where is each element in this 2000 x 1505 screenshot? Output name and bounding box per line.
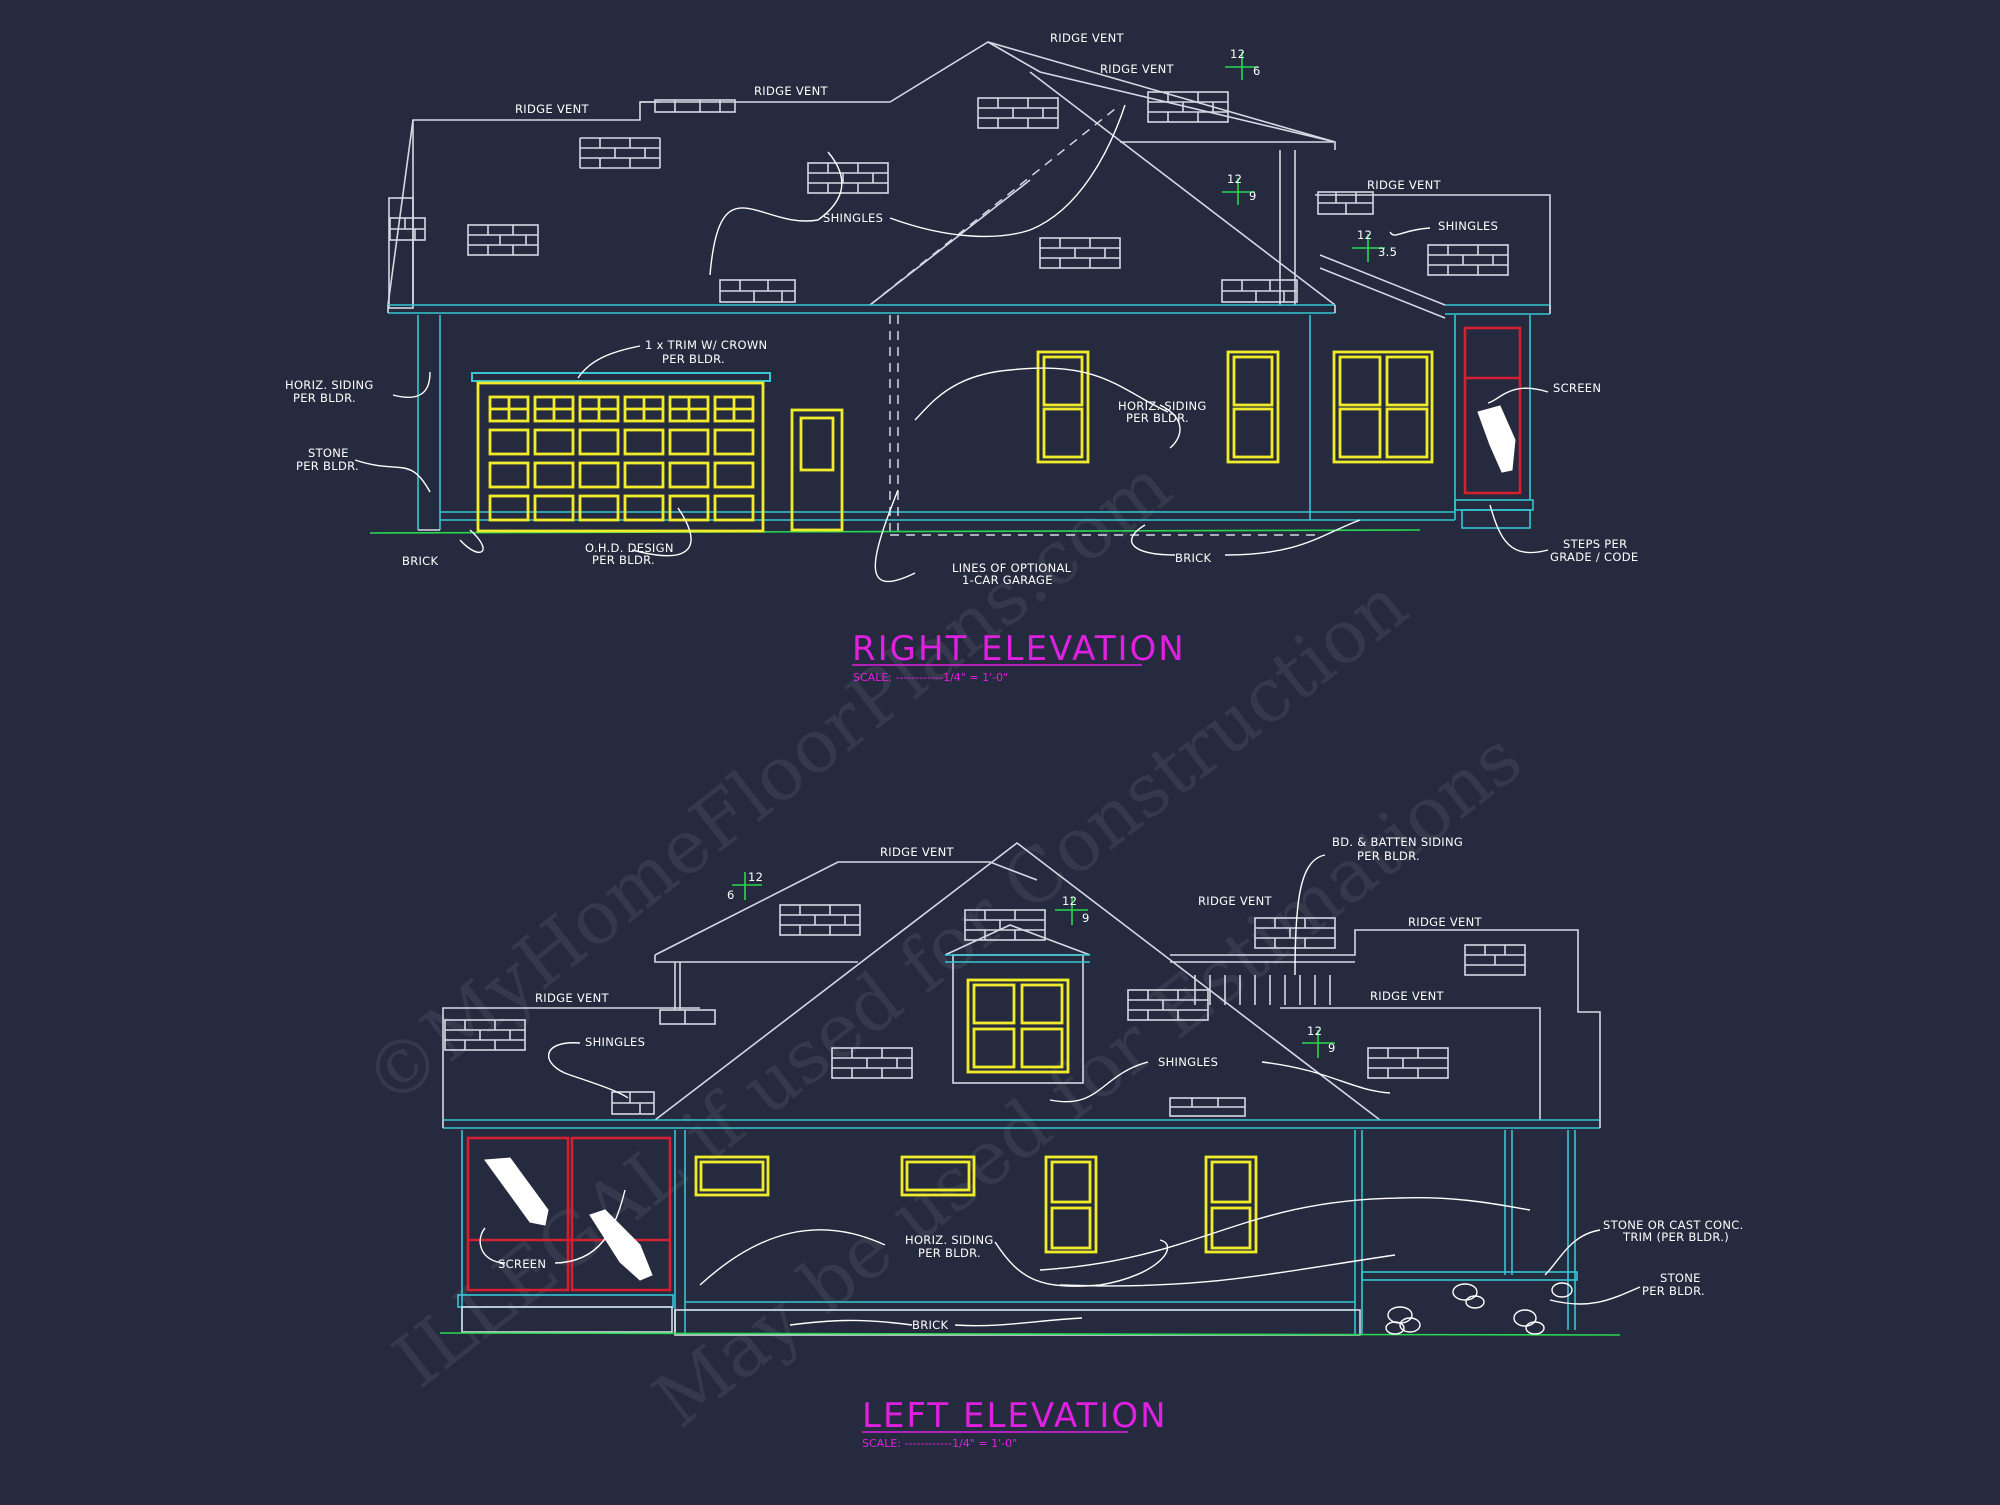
ohd-label: PER BLDR.	[592, 553, 655, 567]
garage-door	[471, 372, 771, 533]
brick-label: BRICK	[912, 1318, 949, 1332]
ridge-vent-label: RIDGE VENT	[754, 84, 829, 98]
ridge-vent-label: RIDGE VENT	[1198, 894, 1273, 908]
ridge-vent-label: RIDGE VENT	[1370, 989, 1445, 1003]
garage-panel	[533, 494, 575, 522]
garage-panel	[623, 461, 665, 489]
garage-panel	[668, 428, 710, 456]
garage-panels	[488, 395, 755, 522]
garage-panel	[713, 494, 755, 522]
right-walls	[369, 315, 1534, 536]
pitch-run: 9	[1328, 1041, 1336, 1055]
right-labels: RIDGE VENT RIDGE VENT RIDGE VENT RIDGE V…	[285, 31, 1638, 587]
steps-label: GRADE / CODE	[1550, 550, 1638, 564]
right-elevation-title: RIGHT ELEVATION	[852, 629, 1186, 669]
screen-label: SCREEN	[498, 1257, 546, 1271]
left-windows	[694, 978, 1258, 1254]
stone-trim-label: STONE OR CAST CONC.	[1603, 1218, 1744, 1232]
stone-label: PER BLDR.	[1642, 1284, 1705, 1298]
shingles-label: SHINGLES	[585, 1035, 645, 1049]
garage-panel	[533, 461, 575, 489]
garage-panel	[668, 461, 710, 489]
garage-panel	[623, 494, 665, 522]
pitch-rise: 12	[1307, 1024, 1322, 1038]
pitch-rise: 12	[748, 870, 763, 884]
ridge-vent-label: RIDGE VENT	[1367, 178, 1442, 192]
pitch-run: 6	[1253, 64, 1261, 78]
optional-garage-label: 1-CAR GARAGE	[962, 573, 1053, 587]
batten-label: PER BLDR.	[1357, 849, 1420, 863]
pitch-rise: 12	[1062, 894, 1077, 908]
pitch-run: 9	[1082, 911, 1090, 925]
horiz-siding-label: HORIZ. SIDING	[905, 1233, 994, 1247]
left-labels: RIDGE VENT RIDGE VENT RIDGE VENT RIDGE V…	[498, 835, 1744, 1332]
garage-panel	[713, 461, 755, 489]
shingles-label: SHINGLES	[823, 211, 883, 225]
ridge-vent-label: RIDGE VENT	[535, 991, 610, 1005]
watermark: ©MyHomeFloorPlans.com ILLEGAL if used fo…	[348, 443, 1538, 1445]
pitch-rise: 12	[1357, 228, 1372, 242]
brick-label: BRICK	[1175, 551, 1212, 565]
ridge-vent-label: RIDGE VENT	[1408, 915, 1483, 929]
left-leaders	[479, 854, 1641, 1327]
ohd-label: O.H.D. DESIGN	[585, 541, 674, 555]
stone-symbols	[1385, 1282, 1573, 1335]
horiz-siding-label: HORIZ. SIDING	[285, 378, 374, 392]
garage-panel	[668, 494, 710, 522]
horiz-siding-label: PER BLDR.	[293, 391, 356, 405]
entry-door	[790, 408, 844, 532]
pitch-run: 9	[1249, 189, 1257, 203]
stone-label: STONE	[1660, 1271, 1701, 1285]
stone-trim-label: TRIM (PER BLDR.)	[1622, 1230, 1729, 1244]
garage-panel	[713, 428, 755, 456]
ridge-vent-label: RIDGE VENT	[1100, 62, 1175, 76]
left-roof	[442, 841, 1601, 1129]
batten-label: BD. & BATTEN SIDING	[1332, 835, 1463, 849]
garage-panel	[488, 461, 530, 489]
stone-label: PER BLDR.	[296, 459, 359, 473]
brick-label: BRICK	[402, 554, 439, 568]
garage-panel	[578, 461, 620, 489]
right-elevation-scale: SCALE: ------------1/4" = 1'-0"	[853, 671, 1008, 684]
stone-label: STONE	[308, 446, 349, 460]
right-leaders	[354, 104, 1549, 583]
shingles-label: SHINGLES	[1158, 1055, 1218, 1069]
horiz-siding-label: PER BLDR.	[918, 1246, 981, 1260]
left-elevation-title: LEFT ELEVATION	[862, 1396, 1168, 1436]
right-elevation: 12 6 12 9 12 3.5	[285, 31, 1638, 684]
left-walls	[439, 1130, 1621, 1336]
pitch-run: 6	[727, 888, 735, 902]
steps-label: STEPS PER	[1563, 537, 1627, 551]
garage-panel	[578, 428, 620, 456]
left-elevation: 12 6 12 9 12 9 RIDGE VENT RI	[439, 835, 1744, 1450]
screen-label: SCREEN	[1553, 381, 1601, 395]
pitch-run: 3.5	[1378, 245, 1397, 259]
right-pitch-symbols: 12 6 12 9 12 3.5	[1222, 47, 1397, 262]
garage-panel	[488, 428, 530, 456]
optional-garage-label: LINES OF OPTIONAL	[952, 561, 1072, 575]
horiz-siding-label: PER BLDR.	[1126, 411, 1189, 425]
ridge-vent-label: RIDGE VENT	[880, 845, 955, 859]
pitch-rise: 12	[1230, 47, 1245, 61]
pitch-rise: 12	[1227, 172, 1242, 186]
garage-panel	[578, 494, 620, 522]
garage-panel	[488, 494, 530, 522]
trim-label: 1 x TRIM W/ CROWN	[645, 338, 767, 352]
shingles-label: SHINGLES	[1438, 219, 1498, 233]
horiz-siding-label: HORIZ. SIDING	[1118, 399, 1207, 413]
right-windows	[1036, 350, 1434, 464]
right-screen-porch	[1463, 326, 1522, 495]
ridge-vent-label: RIDGE VENT	[1050, 31, 1125, 45]
garage-panel	[533, 428, 575, 456]
left-pitch-symbols: 12 6 12 9 12 9	[727, 870, 1336, 1058]
garage-panel	[623, 428, 665, 456]
right-roof	[387, 41, 1551, 319]
left-screen-porch	[466, 1136, 672, 1292]
right-shingle-symbols	[389, 91, 1509, 303]
trim-label: PER BLDR.	[662, 352, 725, 366]
ridge-vent-label: RIDGE VENT	[515, 102, 590, 116]
left-elevation-scale: SCALE: ------------1/4" = 1'-0"	[862, 1437, 1017, 1450]
